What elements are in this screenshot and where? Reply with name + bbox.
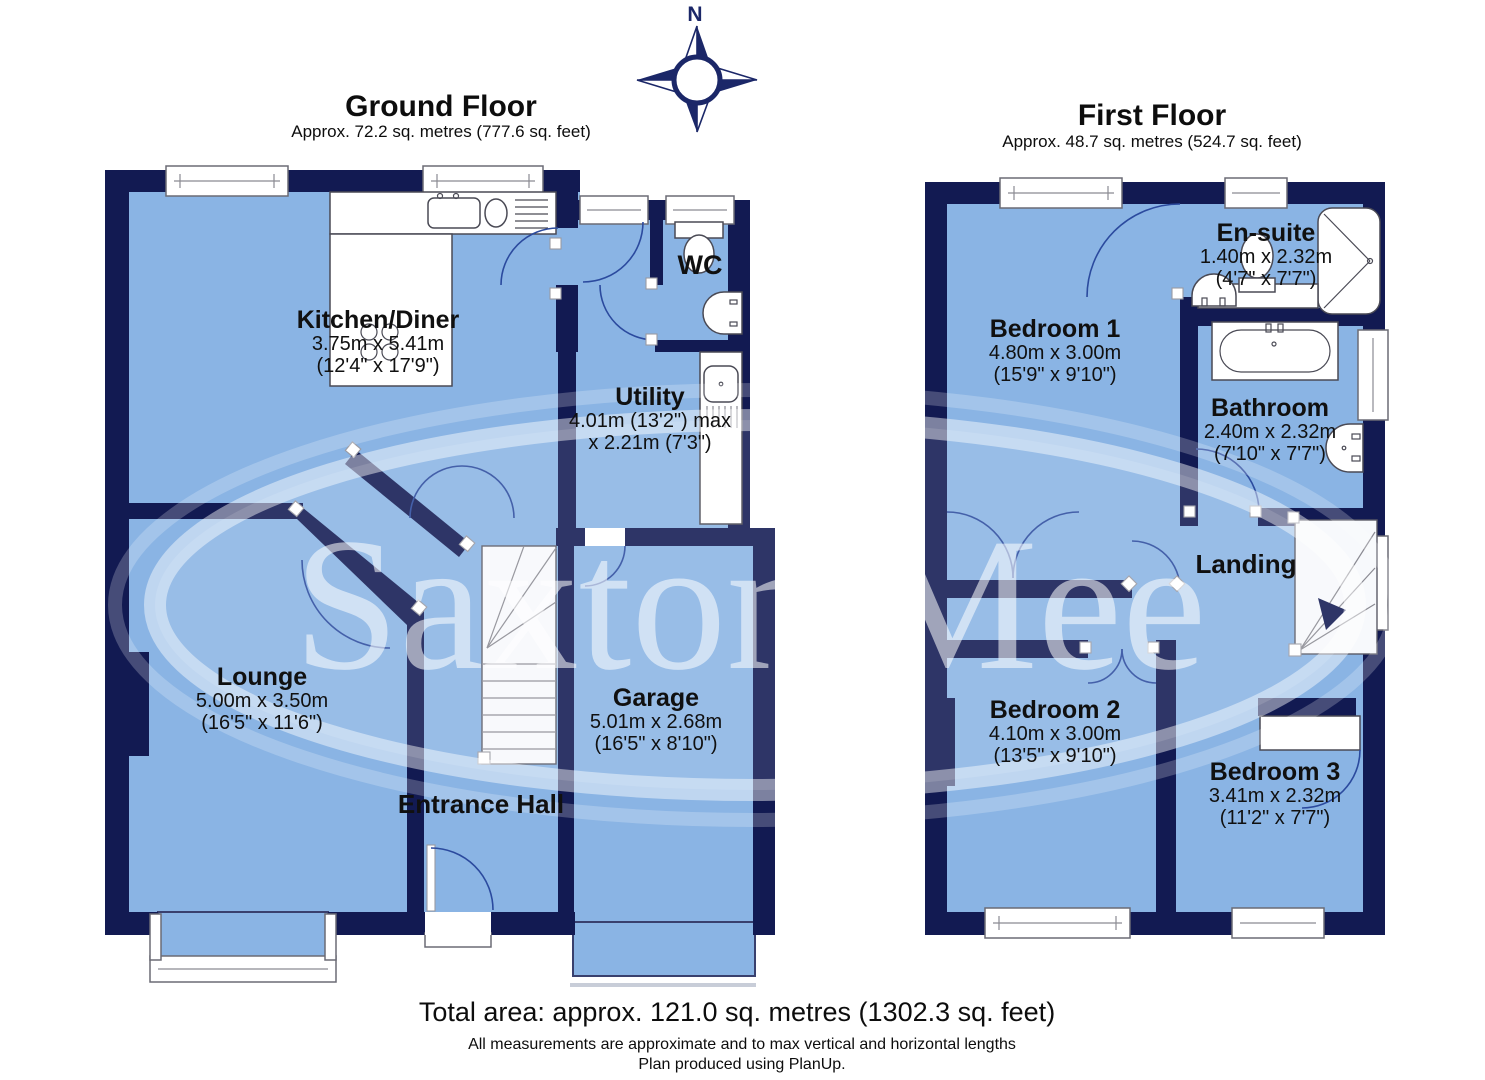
watermark-text: Saxton Mee: [294, 500, 1207, 710]
wc-toilet-icon: [674, 221, 724, 274]
room-label-entrance-hall: Entrance Hall: [397, 789, 565, 819]
first-floor-title: First Floor: [1077, 99, 1227, 132]
hob-icon: [360, 323, 399, 361]
room-label-en-suite: En-suite 1.40m x 2.32m (4'7" x 7'7"): [1199, 219, 1333, 290]
ground-floor-plan: [105, 165, 775, 987]
utility-appliances-icon: [699, 351, 743, 525]
shower-icon: [1317, 207, 1381, 315]
room-label-bathroom: Bathroom 2.40m x 2.32m (7'10" x 7'7"): [1203, 394, 1337, 465]
ground-floor-subtitle: Approx. 72.2 sq. metres (777.6 sq. feet): [291, 122, 591, 141]
room-label-wc: WC: [677, 250, 723, 280]
compass-rose-icon: [636, 25, 758, 133]
wc-basin-icon: [702, 291, 743, 335]
first-stairs: [1288, 519, 1378, 657]
disclaimer-line-1: All measurements are approximate and to …: [468, 1036, 1016, 1053]
disclaimer-line-2: Plan produced using PlanUp.: [638, 1056, 846, 1073]
ensuite-basin-icon: [1191, 273, 1237, 307]
room-label-landing: Landing: [1195, 549, 1297, 579]
ground-floor-title: Ground Floor: [345, 90, 537, 123]
room-label-bedroom-3: Bedroom 3 3.41m x 2.32m (11'2" x 7'7"): [1208, 758, 1342, 829]
ground-stairs: [477, 545, 557, 765]
first-doors: [946, 203, 1361, 809]
bay-window: [149, 913, 337, 983]
bath-icon: [1211, 321, 1339, 381]
cupboard: [1259, 715, 1361, 751]
bathroom-basin-icon: [1325, 423, 1364, 473]
room-label-lounge: Lounge 5.00m x 3.50m (16'5" x 11'6"): [195, 663, 329, 734]
room-label-bedroom-1: Bedroom 1 4.80m x 3.00m (15'9" x 9'10"): [988, 315, 1122, 386]
first-floor-subtitle: Approx. 48.7 sq. metres (524.7 sq. feet): [1002, 132, 1302, 151]
kitchen-counter-icon: [329, 191, 557, 387]
first-floor-plan: [925, 177, 1389, 939]
ensuite-toilet-icon: [1238, 233, 1276, 293]
room-label-utility: Utility 4.01m (13'2") max x 2.21m (7'3"): [568, 383, 732, 454]
ground-windows: [149, 165, 735, 983]
compass-north-label: N: [687, 3, 703, 26]
total-area-text: Total area: approx. 121.0 sq. metres (13…: [418, 997, 1056, 1027]
watermark: Saxton Mee: [108, 383, 1402, 827]
ground-doors: [287, 221, 658, 912]
room-label-garage: Garage 5.01m x 2.68m (16'5" x 8'10"): [589, 684, 723, 755]
room-label-bedroom-2: Bedroom 2 4.10m x 3.00m (13'5" x 9'10"): [988, 696, 1122, 767]
room-label-kitchen-diner: Kitchen/Diner 3.75m x 5.41m (12'4" x 17'…: [296, 306, 460, 377]
